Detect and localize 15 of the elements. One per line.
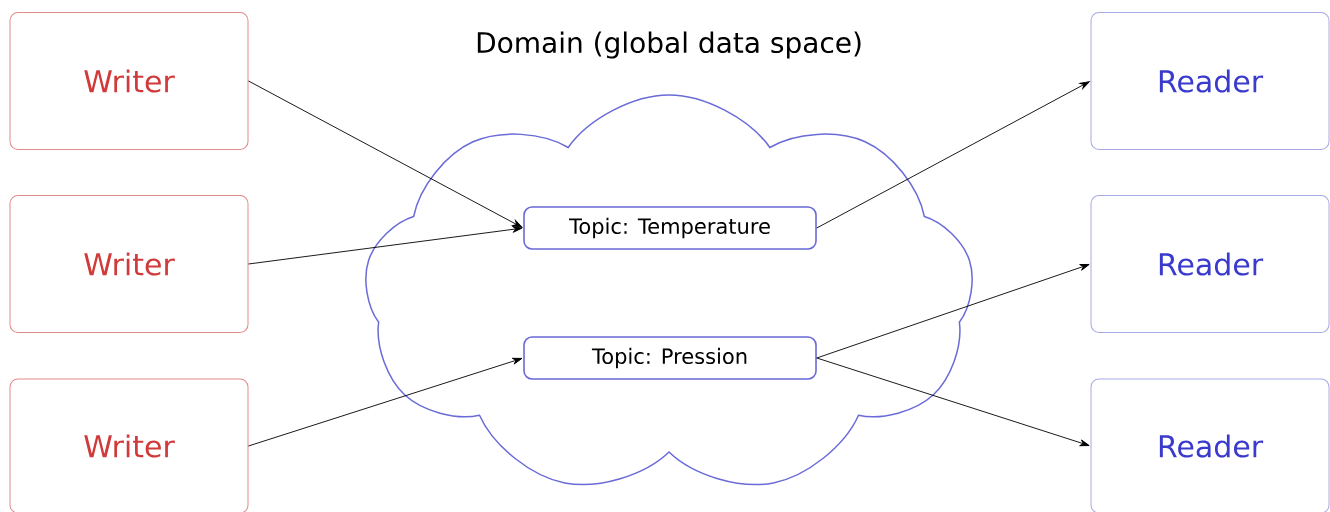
- arrow: [816, 81, 1090, 229]
- reader-box: Reader: [1090, 195, 1330, 333]
- writer-box: Writer: [9, 195, 249, 333]
- arrow: [816, 264, 1090, 359]
- writer-box: Writer: [9, 12, 249, 150]
- arrow: [248, 225, 523, 265]
- title: Domain (global data space): [477, 31, 861, 59]
- arrow: [816, 357, 1090, 447]
- reader-box: Reader: [1090, 378, 1330, 512]
- reader-box: Reader: [1090, 12, 1330, 150]
- topic-box: Topic: Pression: [523, 336, 817, 380]
- topic-box: Topic: Temperature: [523, 206, 817, 250]
- writer-box: Writer: [9, 378, 249, 512]
- arrow: [248, 357, 523, 447]
- arrow: [248, 80, 523, 228]
